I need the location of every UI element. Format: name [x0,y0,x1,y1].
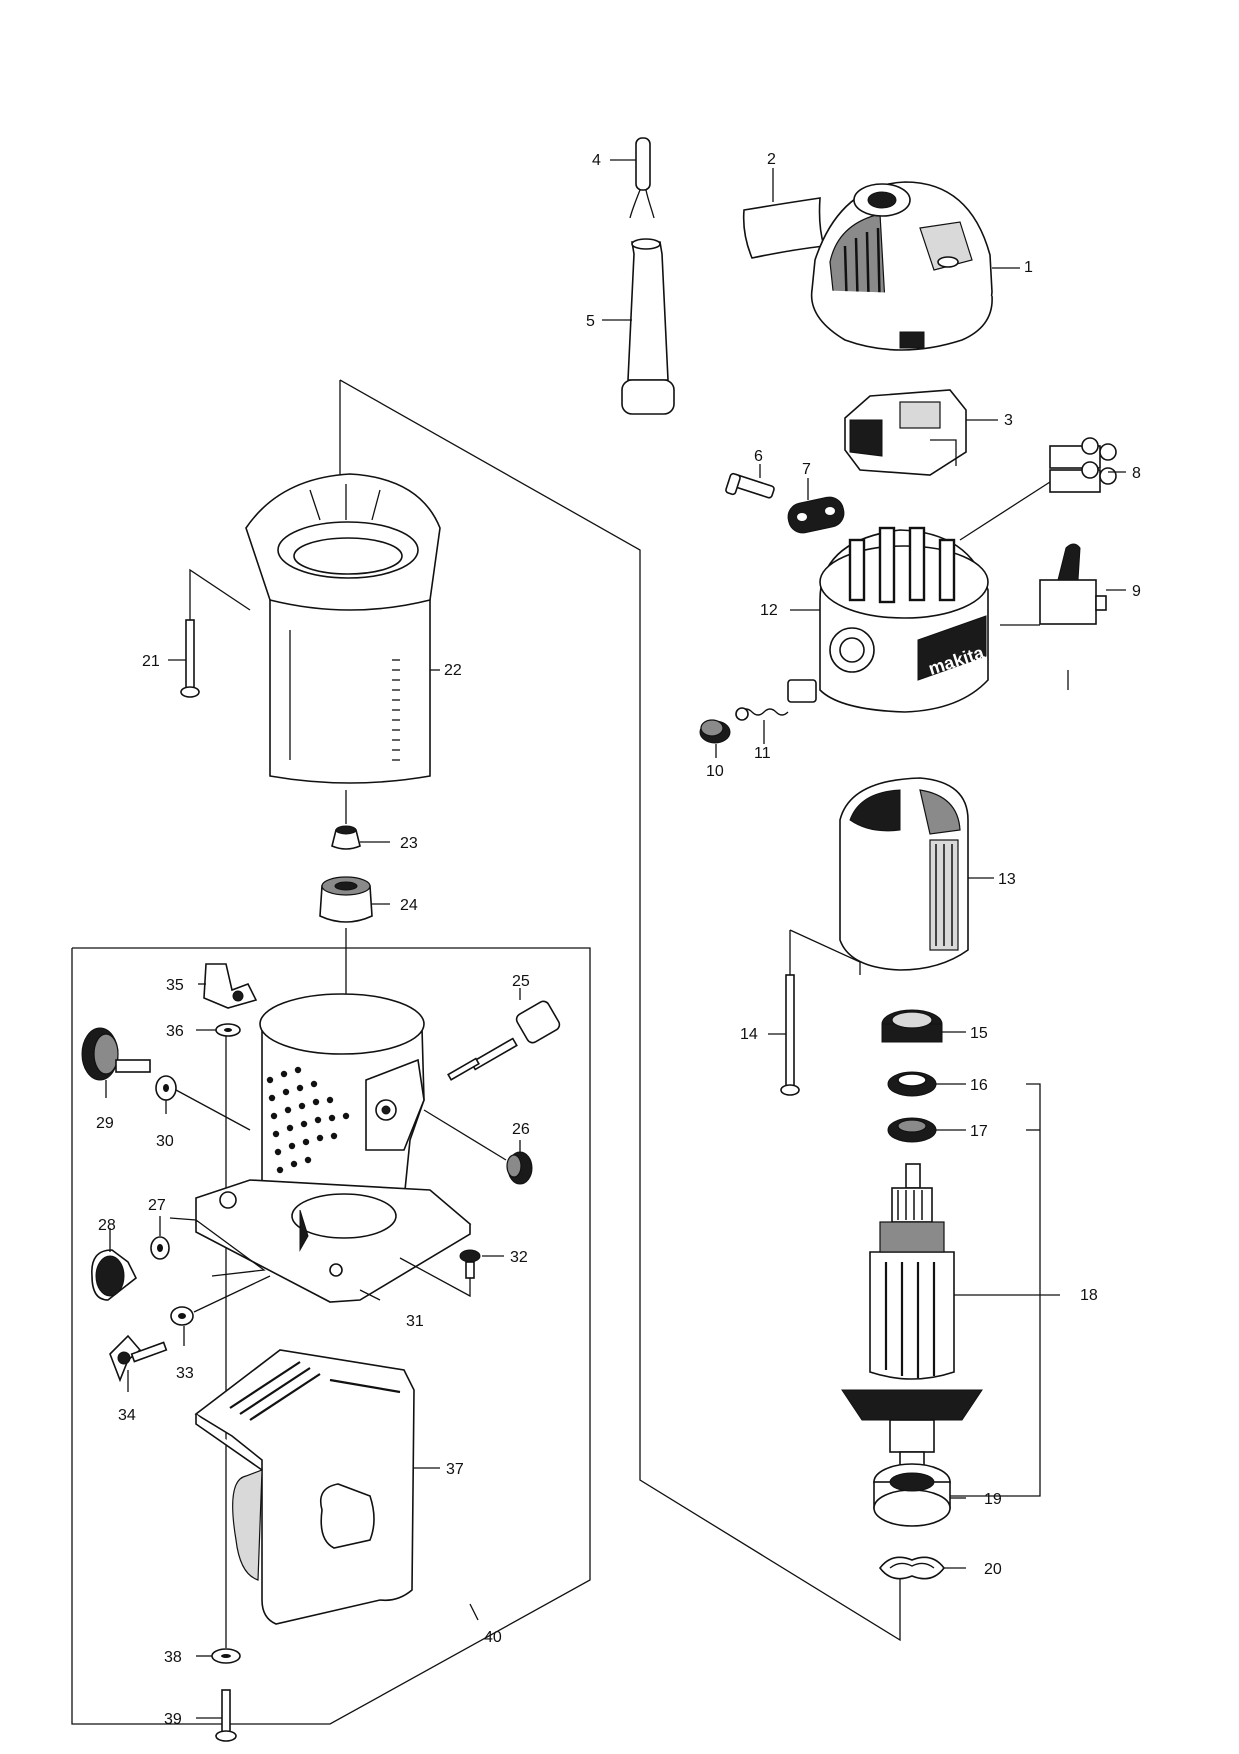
part-label-25: 25 [512,973,530,990]
part-label-29: 29 [96,1115,114,1132]
part-label-5: 5 [586,313,595,330]
part-label-18: 18 [1080,1287,1098,1304]
part-label-30: 30 [156,1133,174,1150]
part-label-6: 6 [754,448,763,465]
bearings-15-17 [881,1009,966,1143]
part-label-8: 8 [1132,465,1141,482]
part-label-14: 14 [740,1026,758,1043]
brush-cap-and-carbon [699,679,817,758]
part-label-28: 28 [98,1217,116,1234]
part-label-37: 37 [446,1461,464,1478]
part-label-17: 17 [970,1123,988,1140]
cable-part [610,137,655,219]
part-label-7: 7 [802,461,811,478]
part-label-38: 38 [164,1649,182,1666]
wing-bolt-34 [109,1334,168,1392]
part-label-10: 10 [706,763,724,780]
bearing-19-retainer-20 [873,1463,966,1580]
part-label-22: 22 [444,662,462,679]
part-label-32: 32 [510,1249,528,1266]
part-label-15: 15 [970,1025,988,1042]
label-part [742,168,826,259]
motor-cover-part [810,181,1020,351]
motor-housing-part: makita [790,526,1069,713]
terminal-block-part [959,437,1126,541]
part-label-31: 31 [406,1313,424,1330]
part-label-36: 36 [166,1023,184,1040]
screw-21 [168,568,251,698]
screw-32 [399,1249,504,1298]
part-label-39: 39 [164,1711,182,1728]
long-screw-part [768,929,861,1096]
washer-30 [155,1075,251,1131]
washer-38-bolt-39 [196,1648,241,1742]
part-label-21: 21 [142,653,160,670]
base-plate-31 [169,1179,472,1303]
part-label-24: 24 [400,897,418,914]
washer-27 [150,1216,170,1260]
part-label-12: 12 [760,602,778,619]
armature-part [841,1083,1060,1497]
part-label-16: 16 [970,1077,988,1094]
part-label-34: 34 [118,1407,136,1424]
part-label-3: 3 [1004,412,1013,429]
part-label-26: 26 [512,1121,530,1138]
collet-and-nut [319,825,390,1000]
part-label-13: 13 [998,871,1016,888]
part-label-20: 20 [984,1561,1002,1578]
cord-guard-part [602,238,675,415]
part-label-4: 4 [592,152,601,169]
assembly-outline [71,379,901,1725]
part-label-2: 2 [767,151,776,168]
base-guard-37 [194,1349,440,1625]
screw-and-clamp [725,464,845,534]
brush-holder-part [844,389,998,476]
thumb-screw-29 [81,1027,151,1098]
motor-base-housing [259,993,425,1201]
collar-26 [423,1109,533,1185]
part-label-23: 23 [400,835,418,852]
wing-nut-35 [198,963,258,1009]
part-label-35: 35 [166,977,184,994]
part-label-33: 33 [176,1365,194,1382]
switch-part [1000,543,1126,626]
clamp-lever-28 [91,1228,138,1301]
part-label-9: 9 [1132,583,1141,600]
part-label-19: 19 [984,1491,1002,1508]
washer-36 [196,1023,241,1648]
part-label-40: 40 [484,1629,502,1646]
housing-sleeve-part [245,473,441,824]
washer-33 [170,1275,271,1346]
part-label-27: 27 [148,1197,166,1214]
field-stator-part [839,777,994,971]
part-label-1: 1 [1024,259,1033,276]
part-label-11: 11 [754,745,771,762]
adjuster-knob-25 [447,988,561,1081]
part-labels: 1 2 3 4 5 6 7 8 9 10 11 12 13 14 15 16 1… [96,151,1141,1728]
leader-40 [469,1603,479,1621]
